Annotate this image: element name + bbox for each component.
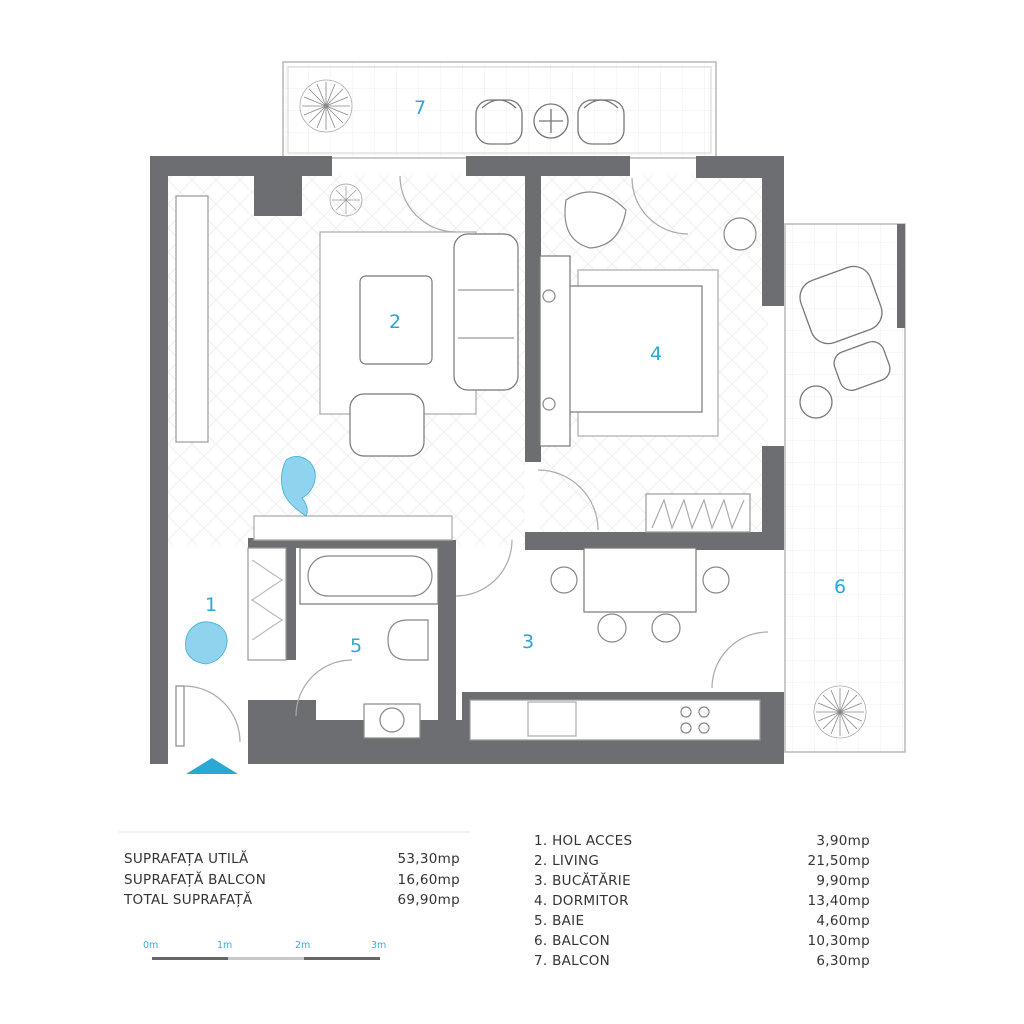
room-area: 3,90mp bbox=[816, 833, 870, 849]
summary-value: 53,30mp bbox=[397, 851, 460, 867]
room-area: 4,60mp bbox=[816, 913, 870, 929]
bathroom-fixtures bbox=[247, 539, 513, 739]
room-number-3: 3 bbox=[522, 631, 534, 653]
summary-value: 16,60mp bbox=[397, 872, 460, 888]
scale-label-1: 1m bbox=[217, 940, 233, 951]
living-furniture bbox=[175, 175, 599, 541]
room-area: 10,30mp bbox=[807, 933, 870, 949]
summary-value: 69,90mp bbox=[397, 892, 460, 908]
room-number-2: 2 bbox=[389, 311, 401, 333]
room-number-4: 4 bbox=[650, 343, 662, 365]
summary-label: TOTAL SUPRAFAȚĂ bbox=[124, 892, 253, 908]
room-numbers: 1 2 3 4 5 6 7 bbox=[205, 97, 846, 657]
scale-label-0: 0m bbox=[143, 940, 159, 951]
scale-label-3: 3m bbox=[371, 940, 387, 951]
room-label: 6. BALCON bbox=[534, 933, 611, 949]
room-number-7: 7 bbox=[414, 97, 426, 119]
chair-icon bbox=[799, 265, 891, 419]
balcony-6 bbox=[784, 223, 906, 753]
summary-label: SUPRAFAȚĂ BALCON bbox=[124, 872, 267, 888]
balcony-7 bbox=[282, 61, 717, 159]
entrance-arrow-icon bbox=[186, 758, 238, 774]
room-area: 9,90mp bbox=[816, 873, 870, 889]
room-area: 21,50mp bbox=[807, 853, 870, 869]
entrance bbox=[175, 685, 241, 747]
room-label: 5. BAIE bbox=[534, 913, 585, 929]
room-label: 4. DORMITOR bbox=[534, 893, 629, 909]
room-label: 2. LIVING bbox=[534, 853, 600, 869]
room-label: 7. BALCON bbox=[534, 953, 611, 969]
room-number-1: 1 bbox=[205, 594, 217, 616]
chair-icon bbox=[475, 99, 625, 145]
plant-icon bbox=[813, 685, 867, 739]
scale-label-2: 2m bbox=[295, 940, 311, 951]
person-figure-icon bbox=[185, 456, 316, 665]
plant-icon bbox=[329, 183, 363, 217]
room-area: 13,40mp bbox=[807, 893, 870, 909]
summary-label: SUPRAFAȚA UTILĂ bbox=[124, 851, 249, 867]
scale-bar bbox=[152, 957, 380, 960]
room-number-5: 5 bbox=[350, 635, 362, 657]
bedroom-furniture bbox=[539, 177, 757, 533]
room-label: 1. HOL ACCES bbox=[534, 833, 633, 849]
room-area: 6,30mp bbox=[816, 953, 870, 969]
kitchen-furniture bbox=[469, 547, 769, 741]
plant-icon bbox=[299, 79, 353, 133]
room-label: 3. BUCĂTĂRIE bbox=[534, 873, 631, 889]
room-number-6: 6 bbox=[834, 576, 846, 598]
